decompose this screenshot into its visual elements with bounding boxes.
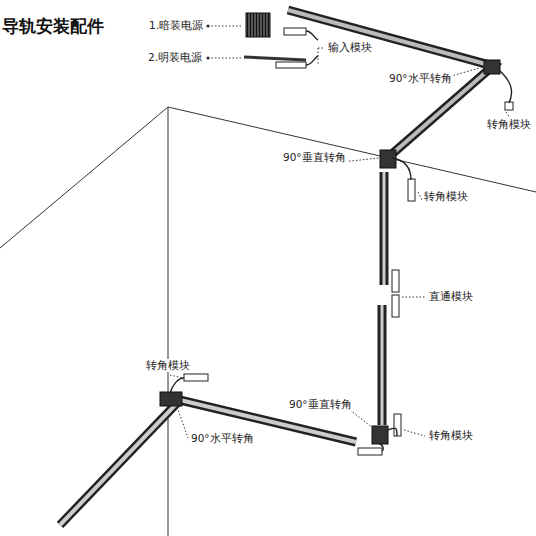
part-label: 2.明装电源 bbox=[147, 51, 203, 64]
part-label: 90°垂直转角 bbox=[282, 151, 347, 164]
part-label: 直通模块 bbox=[428, 290, 474, 303]
part-label: 90°水平转角 bbox=[190, 432, 255, 445]
part-label: 1.暗装电源 bbox=[148, 19, 204, 32]
part-label: 转角模块 bbox=[145, 359, 191, 372]
part-label: 转角模块 bbox=[423, 190, 469, 203]
page-title: 导轨安装配件 bbox=[2, 16, 104, 36]
part-label: 转角模块 bbox=[428, 429, 474, 442]
part-label: 90°水平转角 bbox=[388, 72, 453, 85]
part-label: 输入模块 bbox=[327, 41, 373, 54]
part-label: 转角模块 bbox=[486, 118, 532, 131]
part-label: 90°垂直转角 bbox=[288, 398, 353, 411]
